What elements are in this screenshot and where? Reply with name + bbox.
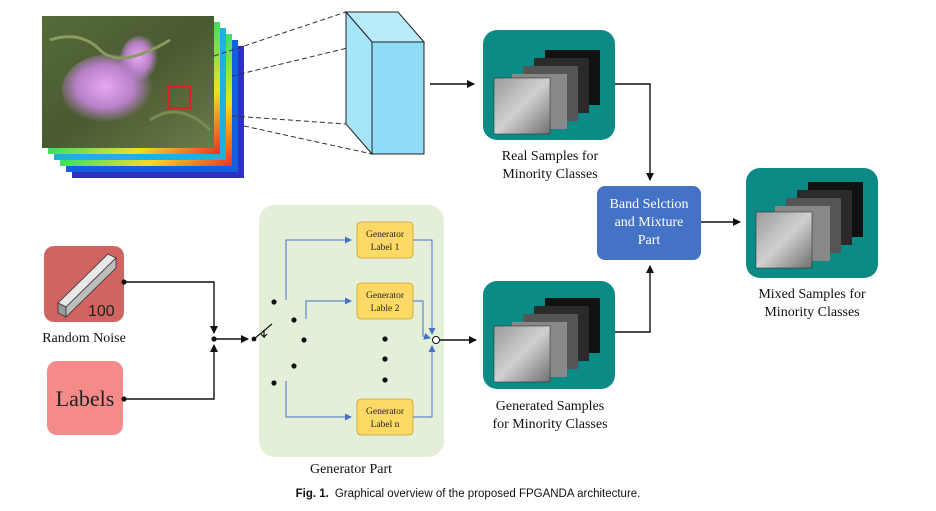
noise-dimension: 100 [88, 303, 115, 320]
random-noise-label: Random Noise [42, 331, 126, 346]
generated-samples-label-1: Generated Samples [496, 399, 604, 414]
band-selection-box [597, 186, 701, 260]
real-samples-label-1: Real Samples for [502, 149, 599, 164]
3d-patch-icon [755, 182, 863, 269]
arrow-noise [124, 281, 218, 334]
labels-box-text: Labels [56, 386, 115, 411]
caption-text: Graphical overview of the proposed FPGAN… [334, 488, 641, 500]
red-square-icon [167, 85, 191, 109]
generated-samples-label-2: for Minority Classes [492, 417, 607, 432]
arrow-real-to-band [615, 83, 654, 181]
generator-1-label-2: Label 1 [371, 243, 400, 253]
generator-2-label-2: Lable 2 [371, 304, 400, 314]
generator-2-label-1: Generator [366, 291, 405, 301]
generator-part-label: Generator Part [310, 462, 392, 477]
generator-routing [285, 236, 436, 421]
mixed-samples-label-1: Mixed Samples for [758, 287, 866, 302]
caption-prefix: Fig. 1. [295, 488, 329, 500]
3d-patch-icon [493, 50, 600, 135]
band-selection-label-2: and Mixture [615, 215, 684, 230]
arrow-generated-to-band [615, 265, 654, 333]
hyperspectral-image-icon [42, 16, 244, 178]
arrow-labels [124, 344, 218, 400]
merge-node [432, 336, 440, 344]
selector-dots [271, 299, 388, 386]
generator-n-label-1: Generator [366, 407, 405, 417]
generator-part-panel [259, 205, 444, 457]
band-selection-label-3: Part [638, 233, 661, 248]
switch-pivot [251, 336, 257, 342]
generator-n-label-2: Label n [371, 420, 400, 430]
mixed-samples-label-2: Minority Classes [764, 305, 859, 320]
generator-1-label-1: Generator [366, 230, 405, 240]
real-samples-label-2: Minority Classes [502, 167, 597, 182]
band-selection-label-1: Band Selction [610, 197, 689, 212]
feature-cube-icon [344, 10, 426, 156]
3d-bar-icon [57, 253, 117, 318]
3d-patch-icon [493, 298, 600, 383]
labels-box [47, 361, 123, 435]
figure-caption: Fig. 1. Graphical overview of the propose… [0, 488, 936, 500]
switch-icon [253, 323, 273, 340]
